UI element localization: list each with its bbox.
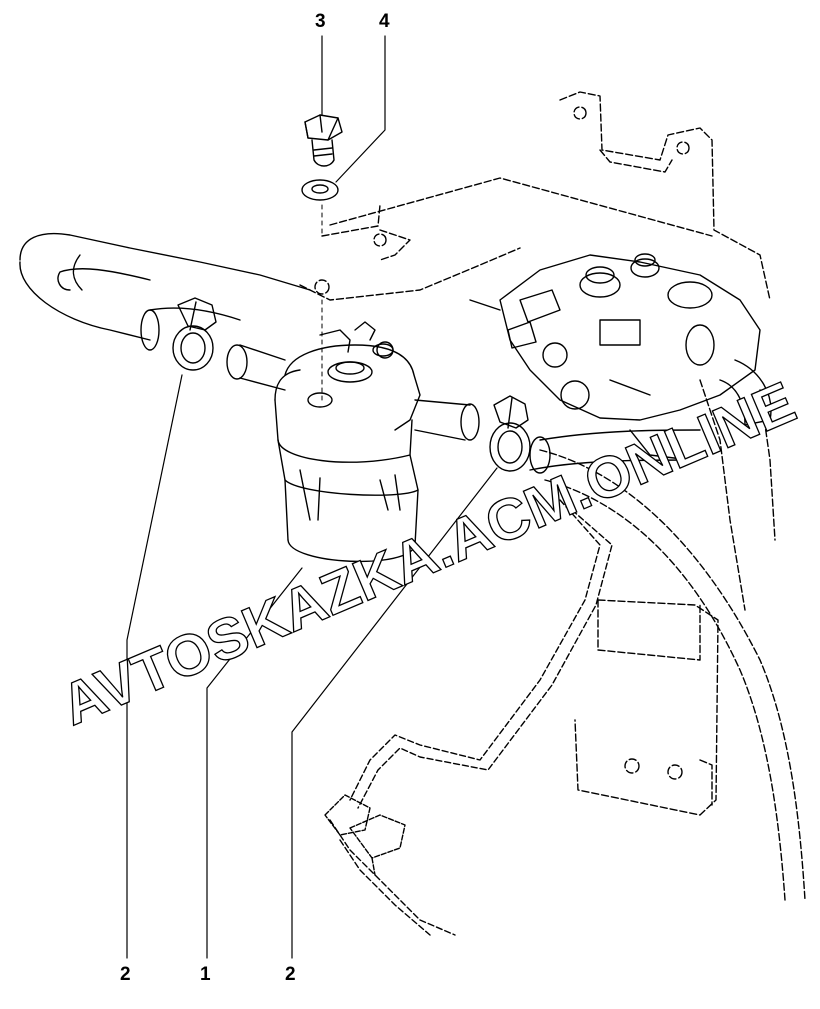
mounting-bracket	[299, 91, 771, 301]
callout-2-left: 2	[120, 964, 131, 985]
leader-2-left	[126, 374, 183, 959]
washer	[301, 179, 339, 201]
fuel-line	[329, 499, 613, 936]
hose-connector-block	[324, 794, 406, 876]
callout-1: 1	[200, 964, 211, 985]
callout-2-right: 2	[285, 964, 296, 985]
leader-4	[335, 35, 386, 183]
fuel-filter	[226, 321, 480, 563]
hose-right	[529, 429, 701, 474]
hose-clamp-right	[489, 395, 531, 472]
callout-3: 3	[315, 11, 326, 32]
leader-1	[206, 567, 303, 959]
hose-clamp-left	[172, 297, 217, 371]
valve-manifold	[469, 253, 772, 461]
lower-bracket-plate	[574, 599, 719, 816]
leader-lines	[126, 35, 498, 959]
leader-2-right	[291, 467, 498, 959]
vertical-tubes	[539, 379, 806, 901]
hose-upper-left	[19, 232, 311, 351]
callout-4: 4	[379, 11, 390, 32]
bolt	[304, 114, 343, 167]
